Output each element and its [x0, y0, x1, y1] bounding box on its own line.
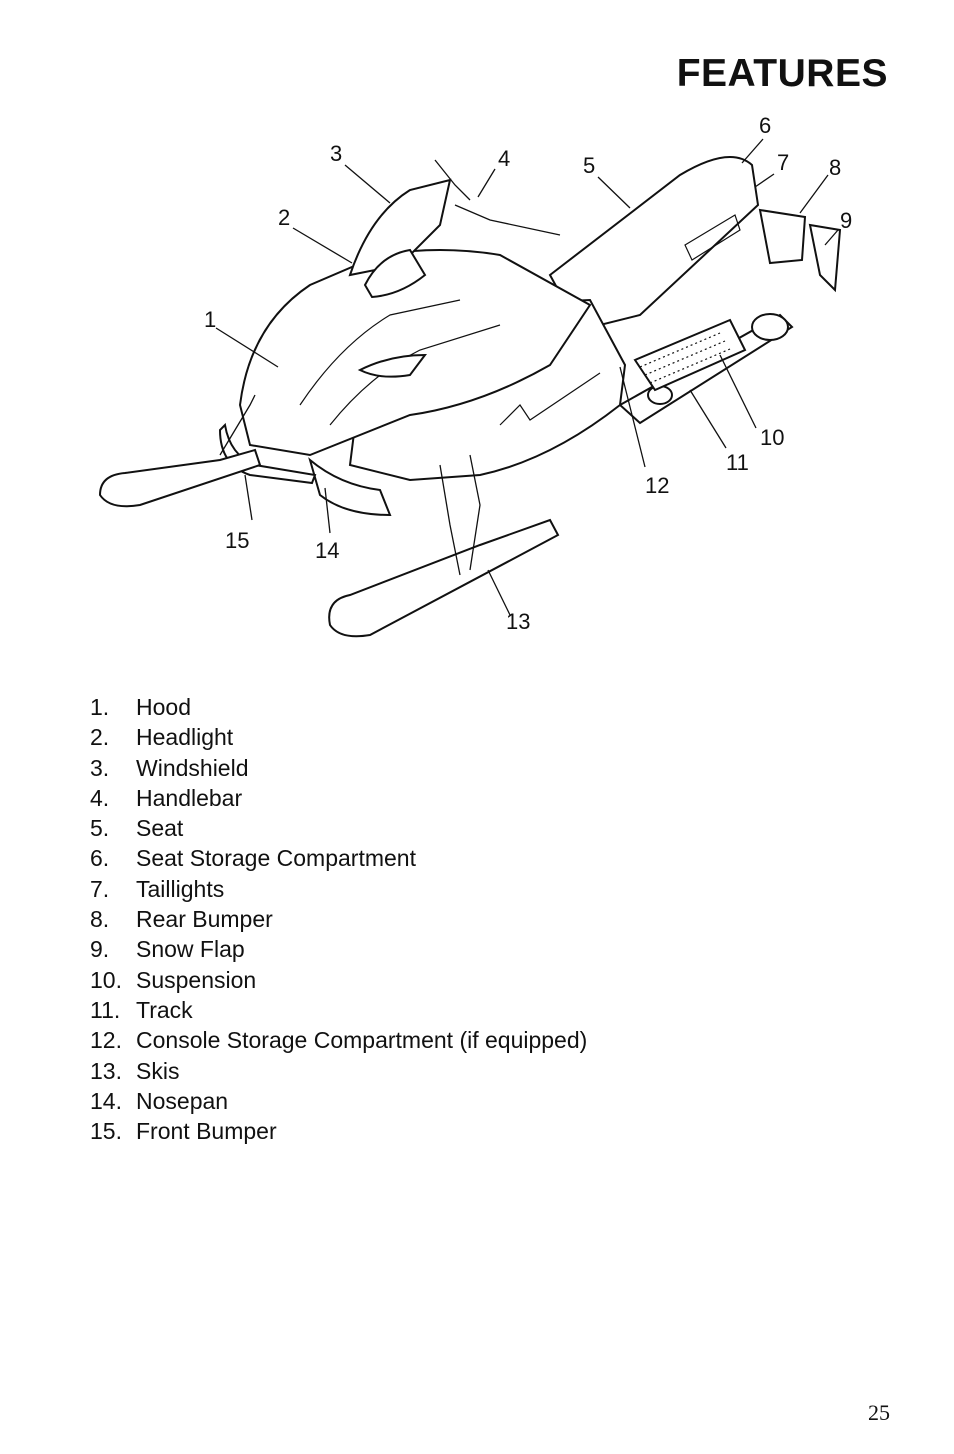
page-number: 25 [868, 1400, 890, 1425]
nosepan [308, 457, 392, 517]
callout-7: 7 [777, 150, 789, 175]
list-item: 6. Seat Storage Compartment [90, 843, 587, 873]
parts-list: 1. Hood 2. Headlight 3. Windshield 4. Handle… [90, 692, 587, 1146]
item-label: Track [136, 996, 193, 1023]
callout-13: 13 [506, 609, 530, 634]
item-label: Suspension [136, 966, 257, 993]
list-item: 8. Rear Bumper [90, 904, 587, 934]
callout-4: 4 [498, 146, 510, 171]
ski [328, 518, 560, 638]
callout-14: 14 [315, 538, 339, 563]
callout-1: 1 [204, 307, 216, 332]
item-number: 7. [90, 875, 110, 902]
item-label: Seat Storage Compartment [136, 845, 416, 872]
item-label: Hood [136, 694, 191, 720]
item-label: Front Bumper [136, 1118, 277, 1145]
item-number: 15. [90, 1118, 122, 1145]
list-item: 1. Hood [90, 692, 587, 722]
seat-decal [684, 214, 741, 261]
item-number: 10. [90, 966, 122, 993]
item-number: 4. [90, 784, 110, 811]
list-item: 7. Taillights [90, 874, 587, 904]
hood-lines [299, 299, 501, 426]
rear-bumper [758, 208, 807, 265]
list-item: 15. Front Bumper [90, 1116, 587, 1146]
track-wheel [751, 313, 789, 341]
suspension [633, 318, 747, 392]
item-label: Taillights [136, 875, 225, 902]
handlebar [454, 204, 561, 236]
item-number: 3. [90, 754, 110, 781]
headlight [363, 248, 427, 299]
side-decal [499, 372, 601, 426]
list-item: 2. Headlight [90, 722, 587, 752]
item-label: Snow Flap [136, 936, 245, 963]
item-label: Headlight [136, 724, 234, 751]
snowmobile-illustration: 1 2 3 4 5 6 7 8 9 10 11 12 13 14 15 [98, 113, 852, 638]
item-number: 13. [90, 1057, 122, 1084]
item-number: 11. [90, 996, 121, 1023]
list-item: 11. Track [90, 995, 587, 1025]
item-label: Seat [136, 815, 184, 842]
item-label: Handlebar [136, 784, 243, 811]
hood-vent [357, 353, 428, 378]
snowmobile-diagram: 1 2 3 4 5 6 7 8 9 10 11 12 13 14 15 [80, 105, 880, 665]
item-label: Console Storage Compartment (if equipped… [136, 1027, 588, 1054]
item-number: 5. [90, 815, 110, 842]
ski-spindle [439, 464, 461, 576]
item-number: 8. [90, 906, 110, 933]
list-item: 3. Windshield [90, 753, 587, 783]
snow-flap [808, 223, 842, 293]
leader-lines [215, 138, 839, 616]
windshield [348, 178, 452, 277]
item-label: Rear Bumper [136, 906, 273, 933]
item-number: 1. [90, 694, 110, 720]
list-item: 13. Skis [90, 1056, 587, 1086]
ski-spindle [219, 394, 256, 456]
item-number: 9. [90, 936, 110, 963]
item-label: Skis [136, 1057, 180, 1084]
list-item: 10. Suspension [90, 965, 587, 995]
callout-6: 6 [759, 113, 771, 138]
ski [98, 448, 262, 508]
callout-2: 2 [278, 205, 290, 230]
item-number: 2. [90, 724, 110, 751]
callout-10: 10 [760, 425, 784, 450]
callout-11: 11 [726, 450, 749, 475]
item-number: 6. [90, 845, 110, 872]
handlebar-grip [434, 159, 471, 201]
callout-12: 12 [645, 473, 669, 498]
item-number: 12. [90, 1027, 122, 1054]
callout-9: 9 [840, 208, 852, 233]
ski-shock [469, 454, 481, 571]
page-title: FEATURES [676, 52, 888, 95]
list-item: 9. Snow Flap [90, 934, 587, 964]
list-item: 4. Handlebar [90, 783, 587, 813]
item-number: 14. [90, 1087, 122, 1114]
callout-numbers: 1 2 3 4 5 6 7 8 9 10 11 12 13 14 15 [204, 113, 852, 634]
list-item: 14. Nosepan [90, 1086, 587, 1116]
callout-15: 15 [225, 528, 249, 553]
item-label: Nosepan [136, 1087, 229, 1114]
callout-3: 3 [330, 141, 342, 166]
list-item: 12. Console Storage Compartment (if equip… [90, 1025, 587, 1055]
list-item: 5. Seat [90, 813, 587, 843]
item-label: Windshield [136, 754, 249, 781]
callout-8: 8 [829, 155, 841, 180]
callout-5: 5 [583, 153, 595, 178]
